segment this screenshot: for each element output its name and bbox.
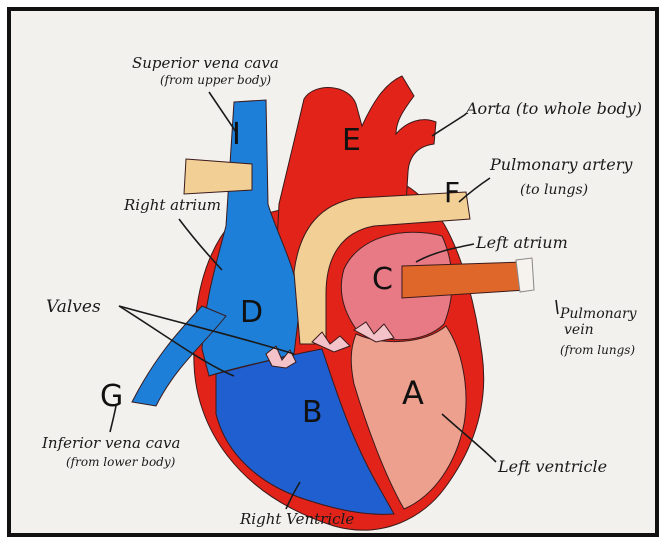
label-right-ventricle: Right Ventricle xyxy=(239,510,354,528)
leader-right-atrium xyxy=(179,219,222,270)
label-aorta: Aorta (to whole body) xyxy=(464,99,642,118)
letter-i: I xyxy=(232,117,241,152)
letter-g: G xyxy=(100,379,123,414)
letter-c: C xyxy=(372,262,393,297)
label-inferior-vena-cava: Inferior vena cava xyxy=(41,434,180,452)
label-right-atrium: Right atrium xyxy=(123,196,221,214)
letter-d: D xyxy=(240,295,263,330)
heart-diagram: I E F C D A B G Superior vena cava (from… xyxy=(11,11,655,533)
diagram-frame: I E F C D A B G Superior vena cava (from… xyxy=(7,7,659,537)
letter-a: A xyxy=(402,374,424,412)
label-valves: Valves xyxy=(46,297,101,317)
pulmonary-artery xyxy=(184,159,252,194)
label-superior-vena-cava-note: (from upper body) xyxy=(160,73,271,87)
label-pulmonary-artery-note: (to lungs) xyxy=(520,182,588,198)
leader-pulmonary-vein xyxy=(556,300,558,314)
label-inferior-vena-cava-note: (from lower body) xyxy=(66,455,176,469)
leader-aorta xyxy=(432,114,466,136)
pulmonary-vein xyxy=(402,262,526,298)
label-pulmonary-vein-2: vein xyxy=(564,322,594,338)
letter-f: F xyxy=(444,176,460,209)
letter-b: B xyxy=(302,395,323,430)
label-left-ventricle: Left ventricle xyxy=(497,457,607,476)
leader-pulmonary-artery xyxy=(459,178,490,202)
label-pulmonary-vein: Pulmonary xyxy=(559,306,638,322)
label-superior-vena-cava: Superior vena cava xyxy=(132,54,279,72)
label-left-atrium: Left atrium xyxy=(475,233,568,252)
label-pulmonary-artery: Pulmonary artery xyxy=(489,155,633,174)
label-pulmonary-vein-note: (from lungs) xyxy=(560,343,635,357)
letter-e: E xyxy=(342,123,361,158)
